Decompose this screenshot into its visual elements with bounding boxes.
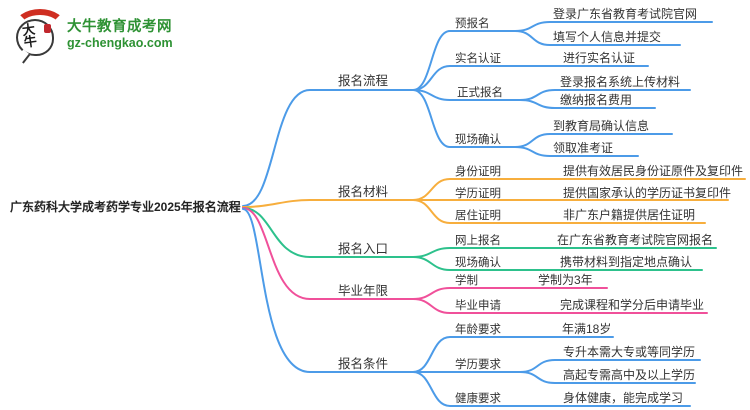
leaf-node: 在广东省教育考试院官网报名: [557, 232, 713, 247]
connector: [412, 89, 521, 101]
site-logo: 大牛 大牛教育成考网 gz-chengkao.com: [14, 8, 173, 60]
connector: [412, 65, 649, 91]
level2-node: 正式报名: [457, 85, 503, 99]
leaf-node: 专升本需大专或等同学历: [563, 344, 695, 359]
level2-node: 网上报名: [455, 233, 501, 247]
connector: [519, 99, 656, 109]
level2-node: 毕业申请: [455, 299, 501, 312]
leaf-node: 缴纳报名费用: [560, 92, 632, 107]
level1-node: 报名材料: [338, 184, 389, 199]
leaf-node: 登录报名系统上传材料: [560, 74, 680, 89]
leaf-node: 登录广东省教育考试院官网: [553, 6, 697, 21]
leaf-node: 学制为3年: [538, 272, 593, 287]
level2-node: 预报名: [455, 16, 490, 30]
connector: [412, 30, 516, 91]
leaf-node: 提供有效居民身份证原件及复印件: [563, 163, 743, 178]
site-name: 大牛教育成考网: [67, 18, 172, 35]
level2-node: 居住证明: [455, 208, 501, 222]
leaf-node: 高起专需高中及以上学历: [563, 367, 695, 382]
level1-node: 报名入口: [338, 241, 388, 256]
level1-node: 毕业年限: [338, 284, 389, 298]
branch-duration-lines: [242, 207, 708, 314]
leaf-node: 提供国家承认的学历证书复印件: [563, 185, 731, 200]
site-url: gz-chengkao.com: [67, 35, 173, 50]
leaf-node: 非广东户籍提供居住证明: [563, 207, 695, 222]
connector: [242, 207, 414, 258]
connector: [514, 30, 681, 46]
connector: [519, 371, 696, 384]
connector: [412, 89, 516, 148]
branch-entrance-lines: [242, 207, 717, 271]
leaf-node: 进行实名认证: [563, 50, 635, 65]
leaf-node: 完成课程和学分后申请毕业: [560, 297, 704, 312]
root-node: 广东药科大学成考药学专业2025年报名流程: [10, 199, 241, 214]
connector: [514, 146, 639, 157]
connector: [242, 89, 414, 207]
level2-node: 年龄要求: [455, 322, 501, 336]
branch-materials-lines: [242, 178, 746, 224]
connector: [412, 336, 614, 373]
logo-red-arc: [14, 9, 66, 45]
level2-node: 现场确认: [455, 132, 501, 146]
level1-node: 报名流程: [338, 73, 389, 88]
leaf-node: 携带材料到指定地点确认: [560, 254, 692, 269]
level2-node: 实名认证: [455, 51, 501, 65]
leaf-node: 填写个人信息并提交: [553, 29, 661, 44]
branch-conditions-lines: [242, 208, 701, 407]
level2-node: 身份证明: [455, 164, 501, 178]
connector: [412, 298, 708, 314]
connector: [412, 199, 706, 224]
level2-node: 现场确认: [455, 255, 501, 269]
daniu-bubble-logo-icon: 大牛: [14, 8, 66, 60]
connector: [412, 256, 703, 271]
logo-red-seal: [44, 24, 51, 33]
connector: [412, 371, 691, 407]
branch-process-lines: [242, 21, 713, 207]
mindmap-labels: 广东药科大学成考药学专业2025年报名流程 报名流程 预报名 登录广东省教育考试…: [10, 6, 743, 405]
level2-node: 学历证明: [455, 186, 501, 200]
leaf-node: 身体健康，能完成学习: [563, 390, 683, 405]
level2-node: 健康要求: [455, 391, 501, 405]
connector: [242, 199, 414, 208]
level2-node: 学历要求: [455, 357, 501, 371]
level1-node: 报名条件: [338, 356, 388, 371]
connector: [242, 208, 414, 373]
leaf-node: 年满18岁: [562, 321, 611, 336]
connector: [242, 207, 414, 300]
leaf-node: 领取准考证: [553, 141, 613, 155]
leaf-node: 到教育局确认信息: [553, 118, 649, 133]
logo-text-block: 大牛教育成考网 gz-chengkao.com: [67, 19, 173, 50]
level2-node: 学制: [455, 273, 478, 287]
